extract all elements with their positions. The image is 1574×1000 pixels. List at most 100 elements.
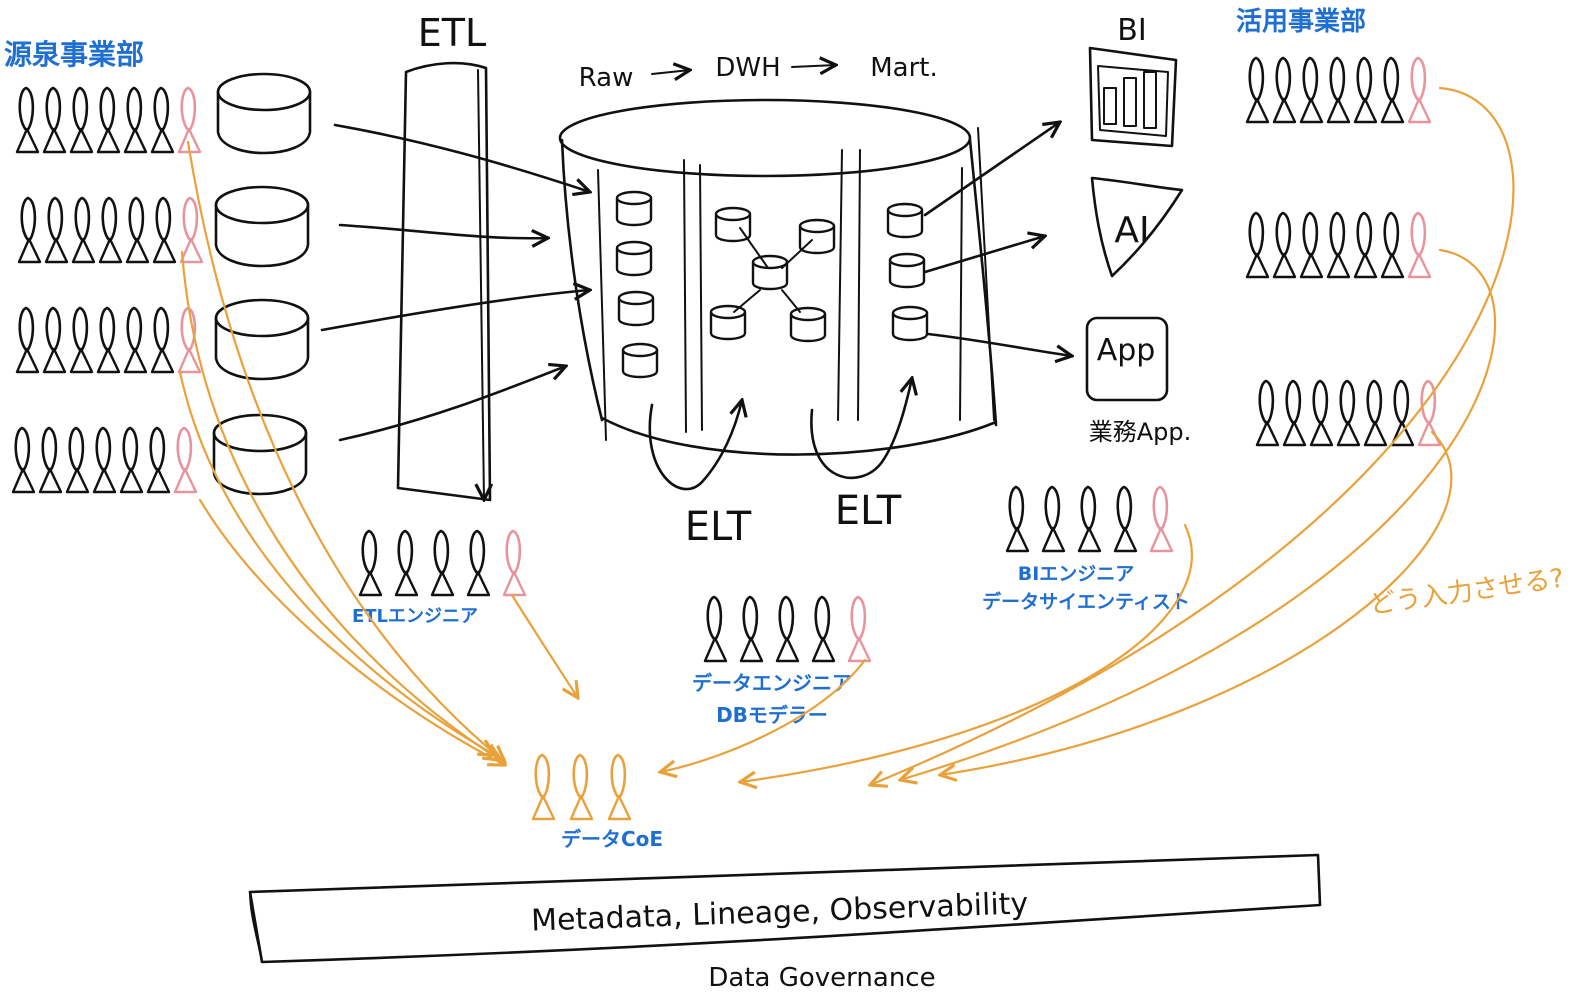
consumer-team-row (1245, 56, 1432, 124)
person-icon (92, 426, 117, 494)
person-icon (98, 196, 123, 264)
dwh-table-icon (798, 218, 836, 255)
etl-engineer-label: ETLエンジニア (352, 606, 478, 627)
person-icon (1113, 485, 1138, 553)
metadata-flow-arrows (178, 86, 1515, 785)
dwh-table-icon (789, 306, 827, 343)
person-icon (125, 196, 150, 264)
ai-shield-icon (1090, 176, 1184, 278)
person-icon (119, 426, 144, 494)
raw-table-icon (617, 290, 655, 327)
person-icon (703, 595, 728, 663)
app-caption: 業務App. (1089, 418, 1192, 446)
person-icon (1390, 379, 1415, 447)
mart-table-icon (891, 305, 929, 342)
raw-label: Raw (579, 63, 634, 93)
foundation-banner (248, 853, 1322, 964)
consumer-dept-label: 活用事業部 (1236, 7, 1366, 37)
elt-loop-arrow (810, 378, 912, 479)
elt-left-label: ELT (685, 504, 752, 550)
person-icon (1380, 211, 1405, 279)
person-icon (1326, 211, 1351, 279)
person-highlighted-icon (847, 595, 872, 663)
dwh-table-icon (751, 254, 789, 291)
raw-table-icon (615, 190, 653, 227)
app-icon (1085, 316, 1169, 402)
dwh-to-mart-arrow (791, 65, 836, 67)
person-icon (1282, 379, 1307, 447)
person-icon (152, 196, 177, 264)
mart-to-ai-arrow (923, 236, 1045, 274)
etl-engineer-group (358, 529, 527, 597)
data-scientist-label: データサイエンティスト (982, 590, 1190, 613)
etl-band (396, 61, 492, 502)
person-icon (96, 306, 121, 374)
data-governance-caption: Data Governance (708, 963, 935, 993)
person-icon (1309, 379, 1334, 447)
app-label: App (1097, 333, 1156, 368)
person-highlighted-icon (1417, 379, 1442, 447)
source-dept-label: 源泉事業部 (4, 38, 144, 71)
etl-label: ETL (418, 11, 486, 55)
data-warehouse-cylinder (558, 98, 998, 456)
bi-dashboard-icon (1088, 46, 1178, 148)
bi-label: BI (1117, 13, 1146, 48)
person-icon (1245, 56, 1270, 124)
person-highlighted-icon (607, 753, 632, 821)
mart-table-icon (888, 252, 926, 289)
raw-table-icon (621, 342, 659, 379)
person-icon (44, 196, 69, 264)
person-icon (123, 306, 148, 374)
person-icon (1272, 56, 1297, 124)
person-icon (1380, 56, 1405, 124)
consumer-team-row (1255, 379, 1442, 447)
raw-table-icon (615, 240, 653, 277)
ingest-arrow (320, 290, 590, 332)
db-modeler-label: DBモデラー (716, 703, 828, 727)
person-icon (1336, 379, 1361, 447)
elt-loop-arrow (648, 400, 742, 491)
data-engineer-label: データエンジニア (692, 671, 852, 695)
bi-engineer-label: BIエンジニア (1018, 563, 1135, 585)
person-icon (739, 595, 764, 663)
person-highlighted-icon (1407, 56, 1432, 124)
person-icon (123, 86, 148, 154)
person-highlighted-icon (569, 753, 594, 821)
person-icon (38, 426, 63, 494)
person-icon (1299, 56, 1324, 124)
data-coe-group (531, 753, 632, 821)
person-icon (69, 86, 94, 154)
mart-table-icon (886, 202, 924, 239)
etl-band-flow-arrow (478, 69, 484, 500)
ingest-arrow (338, 366, 566, 442)
person-icon (1363, 379, 1388, 447)
ingest-arrow (333, 123, 590, 192)
person-icon (150, 86, 175, 154)
person-icon (71, 196, 96, 264)
person-icon (42, 306, 67, 374)
source-database-icon (212, 413, 308, 496)
foundation-banner-text: Metadata, Lineage, Observability (531, 886, 1029, 938)
person-icon (811, 595, 836, 663)
person-highlighted-icon (502, 529, 527, 597)
consumer-team-row (1245, 211, 1432, 279)
person-icon (1299, 211, 1324, 279)
mart-to-app-arrow (926, 332, 1072, 356)
person-highlighted-icon (1149, 485, 1174, 553)
person-icon (69, 306, 94, 374)
person-highlighted-icon (179, 196, 204, 264)
person-icon (1077, 485, 1102, 553)
raw-to-dwh-arrow (651, 70, 690, 74)
source-database-icon (214, 185, 310, 268)
person-icon (1245, 211, 1270, 279)
person-icon (1353, 211, 1378, 279)
person-icon (17, 196, 42, 264)
ai-label: AI (1114, 210, 1149, 251)
source-database-icon (214, 298, 310, 381)
person-icon (11, 426, 36, 494)
person-icon (15, 86, 40, 154)
source-team-row (17, 196, 204, 264)
person-icon (146, 426, 171, 494)
person-icon (358, 529, 383, 597)
